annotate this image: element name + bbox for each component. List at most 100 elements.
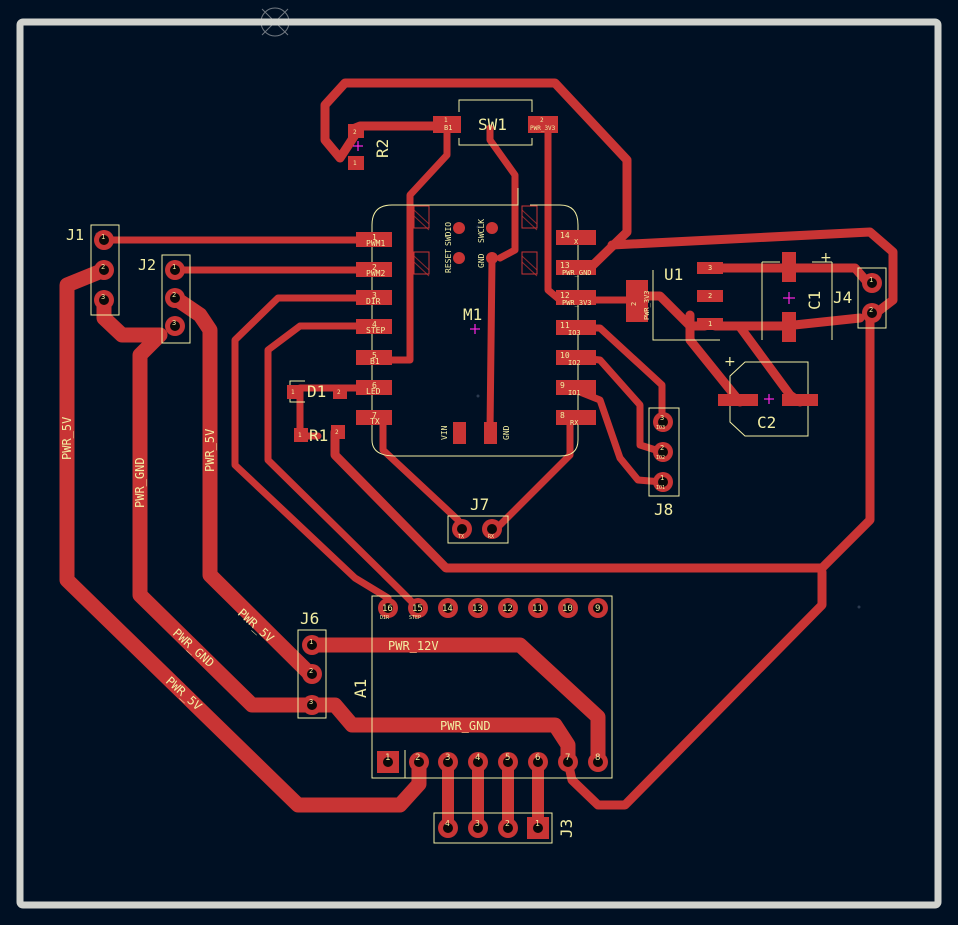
pin-number: 2 bbox=[415, 753, 420, 763]
track-dir bbox=[231, 294, 392, 612]
pad-label-tx: TX bbox=[370, 417, 380, 426]
pad-label-swclk: SWCLK bbox=[477, 219, 486, 243]
pin-number: 14 bbox=[442, 604, 453, 614]
ref-j3: J3 bbox=[557, 819, 576, 838]
ref-c1: C1 bbox=[805, 291, 824, 310]
pin-number: 3 bbox=[708, 264, 712, 272]
pin-number: 9 bbox=[560, 381, 565, 390]
connector-j6[interactable]: 1 2 3 J6 bbox=[297, 609, 327, 719]
track-pwr5v-j1 bbox=[59, 262, 427, 813]
pin-number: 4 bbox=[372, 320, 377, 329]
net-label-pwrgnd: PWR_GND bbox=[440, 719, 491, 733]
net-label-pwr5v: PWR_5V bbox=[60, 417, 74, 460]
pin-number: 7 bbox=[565, 753, 570, 763]
pad-label-gnd2: GND bbox=[502, 425, 511, 440]
pin-number: 2 bbox=[372, 263, 377, 272]
pin-number: 1 bbox=[309, 638, 313, 646]
module-m1[interactable]: RESET SWDIO GND SWCLK VIN GND 1 2 3 4 5 … bbox=[356, 188, 596, 457]
track-pwrgnd-a1 bbox=[304, 697, 576, 770]
m1-left-pads bbox=[356, 232, 392, 425]
pad-label-dir: DIR bbox=[366, 297, 381, 306]
pad-label-swdio: SWDIO bbox=[444, 222, 453, 246]
pin-number: 10 bbox=[562, 604, 573, 614]
pad-label-led: LED bbox=[366, 387, 381, 396]
switch-sw1[interactable]: 1 B1 2 PWR_3V3 SW1 bbox=[433, 99, 558, 146]
track-io1 bbox=[566, 384, 666, 486]
driver-a1[interactable]: 16 15 14 13 12 11 10 9 DIR STEP 1 2 3 4 … bbox=[351, 595, 613, 779]
pin-number: 1 bbox=[353, 160, 357, 167]
polarity-mark: + bbox=[724, 354, 736, 370]
pin-number: 16 bbox=[382, 604, 393, 614]
ref-d1: D1 bbox=[307, 382, 326, 401]
pin-number: 2 bbox=[540, 117, 544, 124]
track-pwr5v-j2 bbox=[167, 290, 318, 682]
track-swclk bbox=[486, 124, 519, 262]
pad-label-pwm2: PWM2 bbox=[366, 269, 385, 278]
pin-number: 8 bbox=[560, 411, 565, 420]
board-edge bbox=[16, 18, 942, 909]
pad-label-io2: IO2 bbox=[568, 359, 581, 367]
pad-label-io3: IO3 bbox=[568, 329, 581, 337]
pin-number: 4 bbox=[475, 753, 480, 763]
ref-m1: M1 bbox=[463, 305, 482, 324]
net-label-pwr5v: PWR_5V bbox=[203, 429, 217, 472]
center-marker-icon bbox=[783, 292, 795, 304]
connector-j8[interactable]: 3 2 1 IO3 IO2 IO1 J8 bbox=[648, 407, 680, 519]
led-d1[interactable]: 1 2 D1 bbox=[287, 380, 347, 403]
pin-number: 3 bbox=[660, 414, 664, 422]
pin-number: 1 bbox=[372, 233, 377, 242]
pin-number: 1 bbox=[660, 474, 664, 482]
pad-label-rx: RX bbox=[488, 534, 494, 540]
pin-number: 4 bbox=[445, 819, 450, 828]
ref-a1: A1 bbox=[351, 679, 370, 698]
net-label-pwrgnd: PWR_GND bbox=[170, 626, 217, 670]
pad-label-io1: IO1 bbox=[568, 389, 581, 397]
capacitor-c1[interactable]: + C1 bbox=[761, 250, 833, 342]
ref-u1: U1 bbox=[664, 265, 683, 284]
center-marker-icon bbox=[764, 394, 774, 404]
pin-number: 5 bbox=[505, 753, 510, 763]
ref-r2: R2 bbox=[373, 139, 392, 158]
pin-number: 3 bbox=[101, 293, 105, 301]
connector-j3[interactable]: 4 3 2 1 J3 bbox=[404, 750, 612, 844]
pin-number: 5 bbox=[372, 351, 377, 360]
capacitor-c2[interactable]: + C2 bbox=[718, 354, 818, 437]
pin-number: 3 bbox=[372, 291, 377, 300]
pin-number: 2 bbox=[353, 129, 357, 136]
pin-number: 3 bbox=[475, 819, 480, 828]
pin-number: 1 bbox=[385, 753, 390, 763]
pad-label-pwm1: PWM1 bbox=[366, 239, 385, 248]
ref-j7: J7 bbox=[470, 495, 489, 514]
track-u1-gnd bbox=[632, 291, 710, 331]
pin-number: 2 bbox=[630, 302, 638, 306]
track-right-down bbox=[563, 567, 827, 810]
track-right-loop bbox=[330, 315, 875, 573]
pin-number: 2 bbox=[337, 389, 341, 396]
pad-label-step: STEP bbox=[366, 326, 385, 335]
track-pwr12v bbox=[304, 637, 606, 770]
connector-j2[interactable]: 1 2 3 J2 bbox=[138, 254, 191, 344]
pin-number: 3 bbox=[172, 319, 176, 327]
pin-number: 11 bbox=[532, 604, 543, 614]
pin-number: 2 bbox=[172, 291, 176, 299]
connector-j1[interactable]: 1 2 3 J1 bbox=[66, 224, 120, 316]
origin-marker-icon bbox=[260, 7, 290, 37]
pin-number: 14 bbox=[560, 231, 570, 240]
ref-j6: J6 bbox=[300, 609, 319, 628]
connector-j4[interactable]: 1 2 J4 bbox=[833, 267, 887, 329]
pad-label-dir: DIR bbox=[380, 615, 390, 621]
net-label-pwr12v: PWR_12V bbox=[388, 639, 439, 653]
m1-right-pads bbox=[556, 230, 596, 425]
track-b1 bbox=[379, 124, 451, 364]
pin-number: 11 bbox=[560, 321, 570, 330]
pin-number: 2 bbox=[505, 819, 510, 828]
regulator-u1[interactable]: 2 PWR_3V3 3 2 1 U1 bbox=[626, 262, 723, 341]
pad-label: PWR_3V3 bbox=[530, 125, 556, 132]
pad-label-io3: IO3 bbox=[656, 425, 665, 431]
connector-j7[interactable]: TX RX J7 bbox=[447, 495, 509, 544]
pad-label-pwr-3v3: PWR_3V3 bbox=[562, 299, 592, 307]
pad-label-b1: B1 bbox=[370, 357, 380, 366]
resistor-r2[interactable]: 2 1 R2 bbox=[348, 124, 392, 170]
resistor-r1[interactable]: 1 2 R1 bbox=[294, 425, 345, 445]
